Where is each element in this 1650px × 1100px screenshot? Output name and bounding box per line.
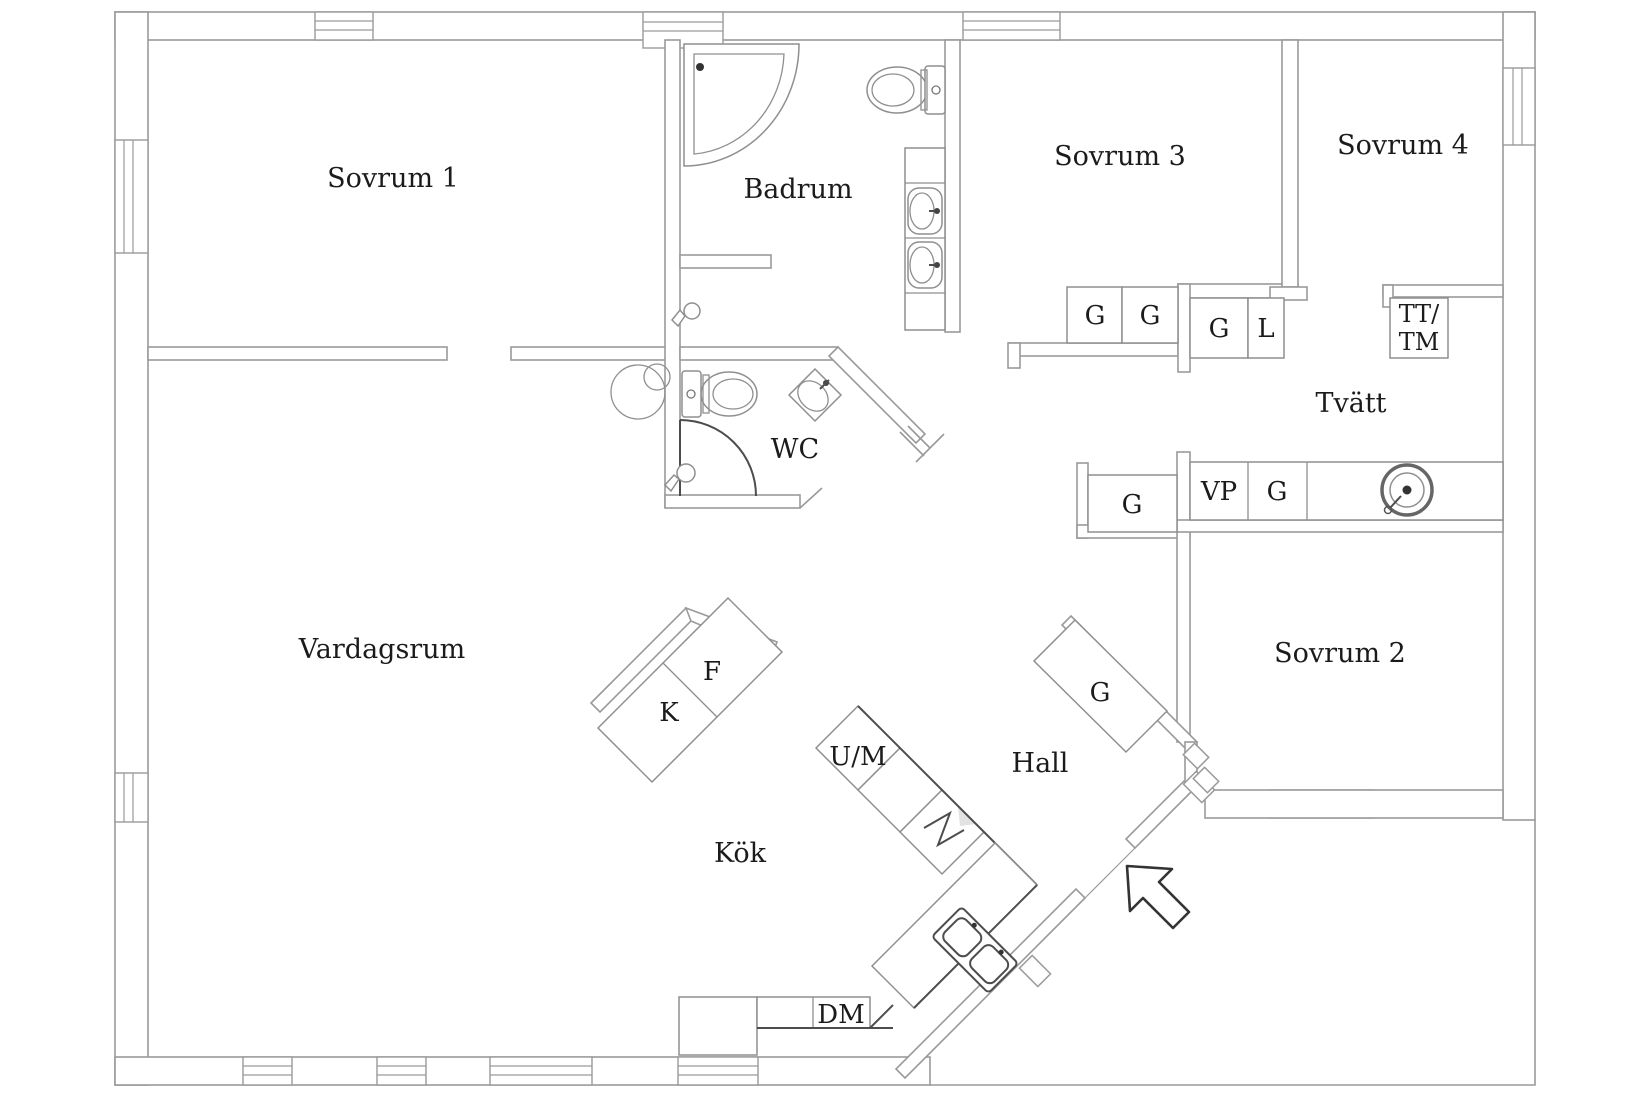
badrum-fixtures — [683, 43, 946, 331]
labels: Sovrum 1 Badrum Sovrum 3 Sovrum 4 Tvätt … — [298, 130, 1469, 1030]
window-bottom-2 — [376, 1056, 427, 1086]
room-label-hall: Hall — [1012, 748, 1069, 779]
window-bottom-1 — [242, 1056, 293, 1086]
room-label-sovrum-1: Sovrum 1 — [327, 163, 459, 194]
kitchen-bottom-counter — [678, 996, 894, 1056]
unit-label-k: K — [659, 698, 679, 728]
kitchen-diagonal-counter — [814, 704, 1039, 1010]
toilet-wc-icon — [681, 370, 758, 418]
window-left-sovrum1 — [114, 139, 149, 254]
window-bottom-3 — [489, 1056, 593, 1086]
laundry-sink-icon — [1380, 463, 1434, 517]
unit-label-f: F — [703, 657, 721, 687]
window-bottom-kok — [677, 1056, 759, 1086]
unit-label-l-closet: L — [1257, 314, 1274, 344]
room-label-kok: Kök — [714, 838, 767, 869]
window-top-sovrum1 — [314, 11, 374, 41]
tvatt-counter — [1087, 461, 1504, 533]
window-top-sovrum3 — [962, 11, 1061, 41]
cabinet-g-tvatt — [1087, 474, 1178, 533]
door-handle-icon-wc — [663, 463, 696, 493]
dryer-washer-tt-tm — [1389, 297, 1449, 359]
interior-walls — [147, 39, 1504, 1080]
unit-label-tm: TM — [1399, 328, 1440, 356]
unit-label-g-tvatt-cabinet: G — [1122, 490, 1143, 520]
bathtub-icon — [683, 43, 800, 167]
room-label-wc: WC — [771, 434, 819, 465]
fridge-freezer-island — [596, 596, 784, 784]
wc-door-arc — [679, 419, 757, 497]
closet-l-hall — [1247, 297, 1285, 359]
door-handle-icon-corridor — [670, 302, 701, 328]
wardrobe-g-hall-diagonal — [1032, 618, 1169, 754]
unit-label-g-tvatt-counter: G — [1267, 477, 1288, 507]
water-heater-icon — [610, 363, 671, 420]
closet-g-sovrum3-2 — [1121, 286, 1179, 344]
room-label-vardagsrum: Vardagsrum — [298, 634, 465, 665]
closets-and-laundry — [1032, 286, 1504, 754]
window-top-badrum — [642, 11, 724, 49]
unit-label-g-sovrum3-1: G — [1085, 301, 1106, 331]
kitchen-fixtures — [596, 596, 1039, 1056]
unit-label-tt: TT/ — [1399, 300, 1440, 328]
room-label-sovrum-4: Sovrum 4 — [1337, 130, 1469, 161]
room-label-sovrum-2: Sovrum 2 — [1274, 638, 1406, 669]
window-left-vardagsrum — [114, 772, 149, 823]
window-right-sovrum4 — [1502, 67, 1536, 146]
tall-cabinet — [678, 996, 758, 1056]
room-label-sovrum-3: Sovrum 3 — [1054, 141, 1186, 172]
entrance-arrow-icon — [1125, 864, 1191, 930]
unit-label-dm: DM — [817, 1000, 864, 1030]
wc-fixtures — [610, 302, 843, 497]
vanity-double-sink-icon — [904, 147, 946, 331]
unit-label-vp: VP — [1200, 477, 1237, 507]
unit-label-um: U/M — [829, 742, 886, 772]
room-label-badrum: Badrum — [743, 174, 852, 205]
closet-g-sovrum3-1 — [1066, 286, 1123, 344]
unit-label-g-hall: G — [1090, 678, 1111, 708]
unit-label-g-closet: G — [1209, 314, 1230, 344]
room-label-tvatt: Tvätt — [1315, 388, 1386, 419]
toilet-badrum-icon — [866, 65, 946, 115]
unit-label-g-sovrum3-2: G — [1140, 301, 1161, 331]
kitchen-double-sink-icon — [932, 907, 1018, 993]
corner-sink-wc-icon — [787, 367, 843, 423]
